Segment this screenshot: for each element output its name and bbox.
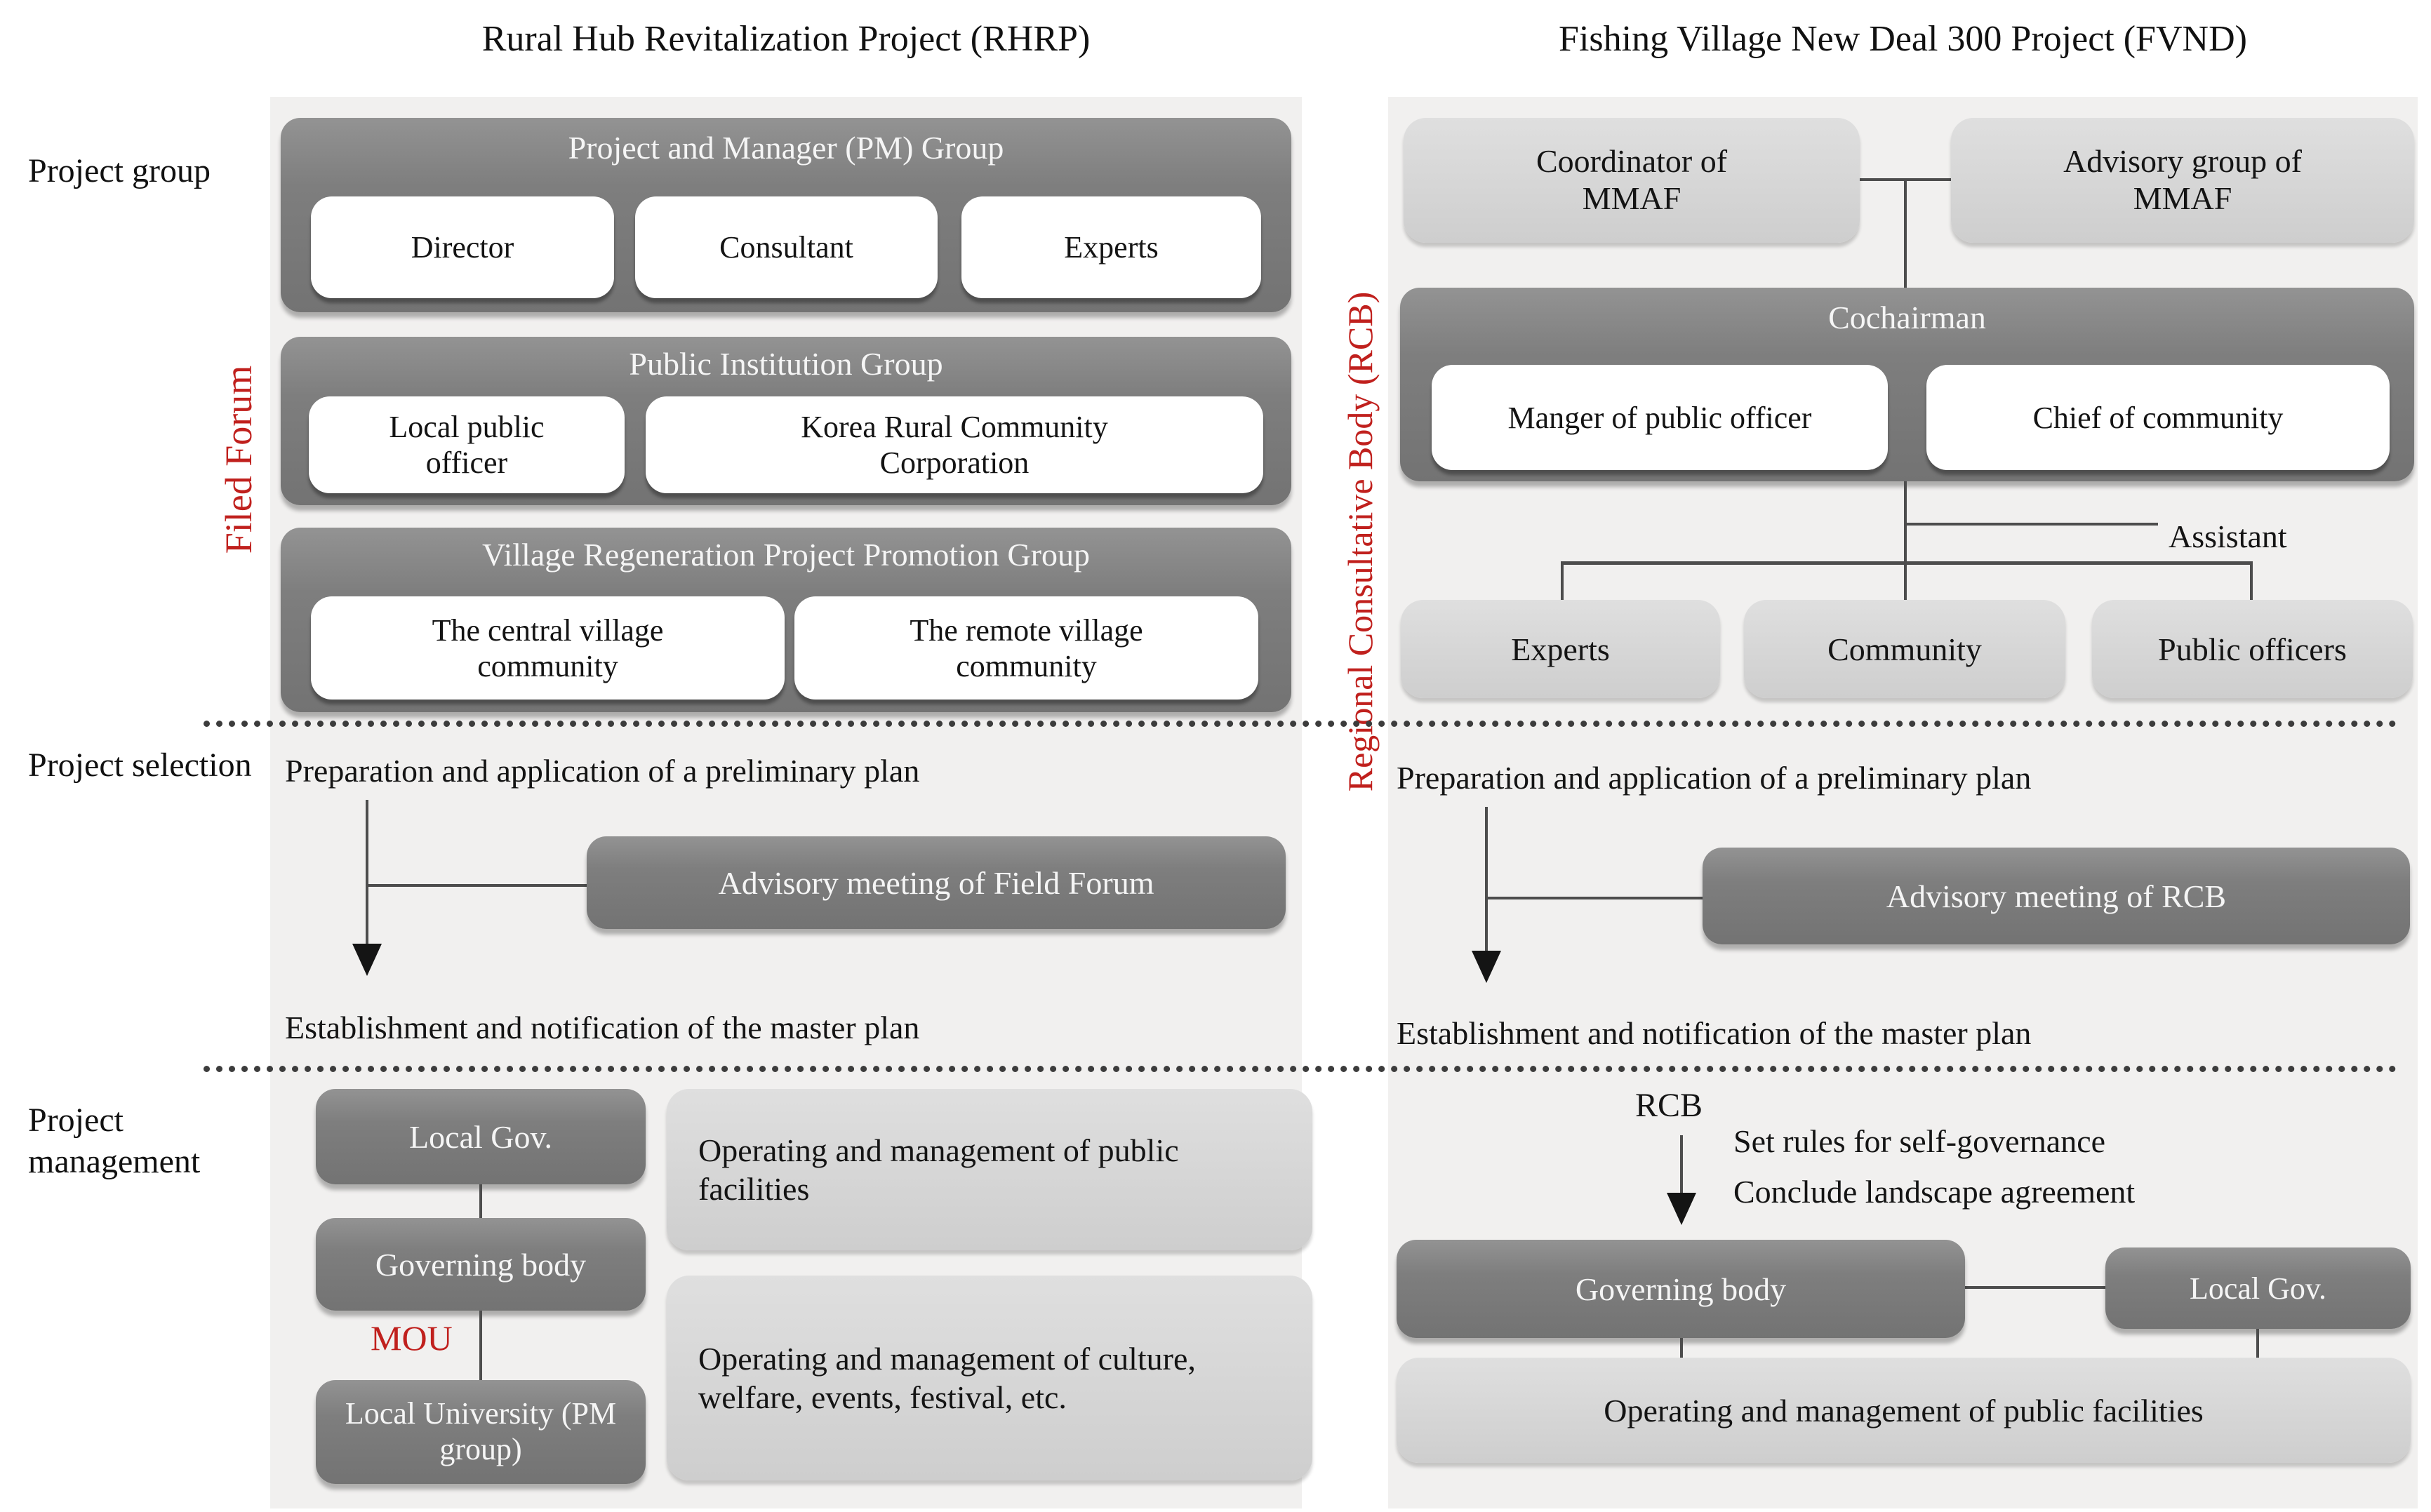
left-governing-body-label: Governing body (375, 1246, 587, 1283)
experts-label: Experts (1064, 230, 1159, 265)
local-public-officer-label: Local public officer (389, 410, 545, 480)
public-officers-stub (2250, 561, 2253, 600)
director-label: Director (411, 230, 514, 265)
assistant-connector (1905, 523, 2158, 526)
village-regeneration-group-title: Village Regeneration Project Promotion G… (482, 537, 1090, 573)
right-facilities-label: Operating and management of public facil… (1604, 1392, 2204, 1429)
left-selection-arrow-line (366, 800, 368, 945)
rcb-arrow-line (1680, 1135, 1683, 1194)
rcb-caption: RCB (1635, 1087, 1703, 1124)
local-university-box: Local University (PM group) (316, 1380, 646, 1484)
left-facilities-label: Operating and management of public facil… (698, 1132, 1179, 1207)
landscape-agreement-note: Conclude landscape agreement (1733, 1174, 2136, 1210)
assistant-label: Assistant (2169, 519, 2287, 554)
manager-public-officer-box: Manger of public officer (1432, 365, 1888, 470)
right-selection-arrowhead-icon (1472, 951, 1501, 983)
advisory-field-forum-box: Advisory meeting of Field Forum (587, 836, 1286, 929)
cochairman-lower-connector (1904, 481, 1907, 563)
left-column-title: Rural Hub Revitalization Project (RHRP) (481, 19, 1091, 59)
manager-public-officer-label: Manger of public officer (1507, 400, 1812, 435)
rcb-public-officers-label: Public officers (2158, 631, 2347, 667)
experts-box: Experts (961, 196, 1261, 298)
rcb-experts-box: Experts (1401, 600, 1720, 698)
governing-facilities-stub (1680, 1338, 1683, 1358)
consultant-label: Consultant (719, 230, 853, 265)
advisory-rcb-box: Advisory meeting of RCB (1703, 848, 2410, 944)
governing-localgov-connector (1965, 1286, 2105, 1289)
rcb-community-label: Community (1827, 631, 1982, 667)
field-forum-side-label: Filed Forum (218, 365, 260, 554)
coordinator-mmaf-box: Coordinator of MMAF (1404, 118, 1860, 243)
row-label-project-selection: Project selection (28, 747, 252, 784)
separator-top (204, 721, 2397, 727)
left-selection-arrowhead-icon (352, 944, 382, 976)
left-advisory-connector (367, 884, 587, 887)
director-box: Director (311, 196, 614, 298)
right-local-gov-box: Local Gov. (2105, 1247, 2411, 1329)
mou-label: MOU (371, 1318, 453, 1358)
central-village-box: The central village community (311, 596, 785, 700)
rcb-public-officers-box: Public officers (2092, 600, 2413, 698)
right-master-plan-text: Establishment and notification of the ma… (1397, 1015, 2032, 1051)
remote-village-label: The remote village community (910, 613, 1143, 683)
right-selection-arrow-line (1485, 807, 1488, 952)
local-university-label: Local University (PM group) (345, 1396, 617, 1466)
right-governing-body-box: Governing body (1397, 1240, 1965, 1338)
left-facilities-box: Operating and management of public facil… (667, 1089, 1312, 1250)
advisory-group-mmaf-label: Advisory group of MMAF (2063, 143, 2302, 216)
local-gov-governing-connector (479, 1184, 482, 1218)
right-governing-body-label: Governing body (1575, 1271, 1787, 1307)
chief-of-community-label: Chief of community (2032, 400, 2284, 435)
separator-bottom (204, 1066, 2397, 1072)
local-public-officer-box: Local public officer (309, 396, 625, 493)
advisory-rcb-label: Advisory meeting of RCB (1886, 878, 2227, 914)
left-culture-label: Operating and management of culture, wel… (698, 1340, 1196, 1415)
experts-stub (1561, 561, 1564, 600)
mmaf-cochairman-connector (1904, 178, 1907, 288)
community-stub (1904, 561, 1907, 600)
advisory-group-mmaf-box: Advisory group of MMAF (1951, 118, 2414, 243)
remote-village-box: The remote village community (794, 596, 1258, 700)
row-label-project-group: Project group (28, 152, 211, 189)
coordinator-mmaf-label: Coordinator of MMAF (1536, 143, 1728, 216)
left-local-gov-label: Local Gov. (409, 1118, 552, 1155)
localgov-facilities-stub (2256, 1329, 2259, 1358)
self-governance-note: Set rules for self-governance (1733, 1123, 2106, 1159)
public-institution-group-title: Public Institution Group (629, 346, 943, 382)
cochairman-label: Cochairman (1828, 300, 1986, 335)
korea-rural-community-label: Korea Rural Community Corporation (801, 410, 1108, 480)
korea-rural-community-box: Korea Rural Community Corporation (646, 396, 1263, 493)
left-master-plan-text: Establishment and notification of the ma… (285, 1010, 920, 1045)
right-preliminary-plan-text: Preparation and application of a prelimi… (1397, 760, 2032, 796)
advisory-field-forum-label: Advisory meeting of Field Forum (718, 864, 1154, 901)
rcb-side-label: Regional Consultative Body (RCB) (1340, 291, 1380, 792)
row-label-project-management: Project management (28, 1102, 201, 1180)
right-advisory-connector (1486, 897, 1703, 899)
right-facilities-box: Operating and management of public facil… (1397, 1358, 2411, 1463)
left-governing-body-box: Governing body (316, 1218, 646, 1311)
right-local-gov-label: Local Gov. (2189, 1271, 2327, 1306)
left-culture-box: Operating and management of culture, wel… (667, 1276, 1312, 1480)
pm-group-title: Project and Manager (PM) Group (568, 130, 1004, 166)
central-village-label: The central village community (432, 613, 664, 683)
consultant-box: Consultant (635, 196, 938, 298)
rcb-arrowhead-icon (1667, 1193, 1696, 1225)
lower-row-connector (1561, 561, 2253, 565)
left-preliminary-plan-text: Preparation and application of a prelimi… (285, 753, 920, 789)
chief-of-community-box: Chief of community (1926, 365, 2390, 470)
left-local-gov-box: Local Gov. (316, 1089, 646, 1184)
right-column-title: Fishing Village New Deal 300 Project (FV… (1559, 19, 2247, 59)
rcb-community-box: Community (1744, 600, 2065, 698)
rcb-experts-label: Experts (1511, 631, 1610, 667)
governing-university-connector (479, 1311, 482, 1380)
